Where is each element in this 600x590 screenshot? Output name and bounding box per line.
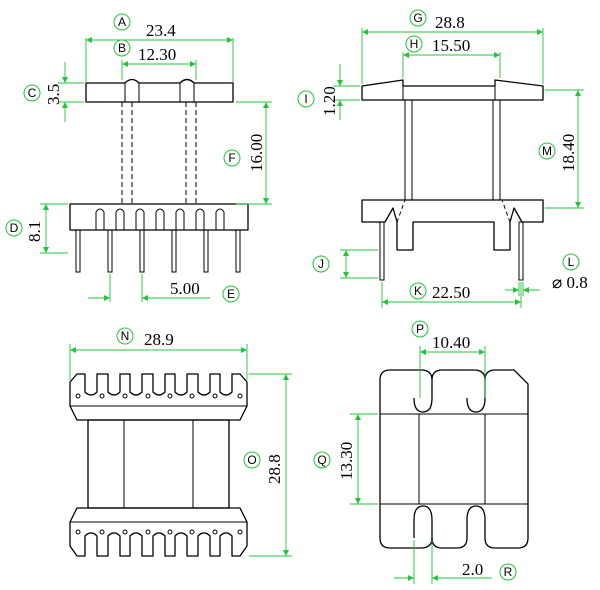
dim-I-value: 1.20	[320, 86, 339, 116]
label-B: B	[118, 41, 126, 55]
dim-G-value: 28.8	[435, 13, 465, 32]
dim-A-value: 23.4	[146, 21, 176, 40]
dim-M-value: 18.40	[559, 134, 578, 172]
dim-C-value: 3.5	[44, 84, 63, 105]
label-F: F	[228, 151, 235, 165]
label-P: P	[416, 322, 424, 336]
side-view-dimensions: 28.8 G 15.50 H 1.20 I J 22.50 K	[297, 9, 588, 308]
dim-B-value: 12.30	[138, 45, 176, 64]
dim-F-value: 16.00	[247, 134, 266, 172]
label-K: K	[414, 284, 422, 298]
dim-P-value: 10.40	[432, 333, 470, 352]
dim-D-value: 8.1	[25, 221, 44, 242]
label-C: C	[28, 86, 37, 100]
label-I: I	[304, 92, 307, 106]
dim-H-value: 15.50	[432, 36, 470, 55]
label-H: H	[410, 37, 419, 51]
label-N: N	[121, 329, 130, 343]
side-view	[361, 79, 544, 281]
label-O: O	[247, 453, 256, 467]
dim-L-value: ⌀ 0.8	[552, 273, 588, 292]
dim-N-value: 28.9	[144, 330, 174, 349]
bottom-view-dimensions: 10.40 P 13.30 Q 2.0 R	[313, 320, 517, 584]
front-view	[69, 78, 249, 273]
top-view	[69, 373, 248, 557]
front-view-dimensions: 23.4 A 12.30 B 3.5 C 8.1 D 5.00 E	[5, 13, 272, 303]
label-D: D	[10, 221, 19, 235]
dim-K-value: 22.50	[432, 283, 470, 302]
dim-Q-value: 13.30	[337, 442, 356, 480]
label-E: E	[227, 287, 235, 301]
dim-E-value: 5.00	[170, 279, 200, 298]
dim-O-value: 28.8	[265, 454, 284, 484]
dim-R-value: 2.0	[462, 560, 483, 579]
top-view-dimensions: 28.9 N 28.8 O	[69, 327, 292, 557]
label-L: L	[568, 255, 575, 269]
label-M: M	[542, 144, 552, 158]
label-J: J	[318, 257, 324, 271]
label-Q: Q	[317, 453, 326, 467]
label-A: A	[118, 15, 126, 29]
label-R: R	[504, 565, 513, 579]
label-G: G	[413, 11, 422, 25]
bottom-view	[379, 369, 529, 549]
